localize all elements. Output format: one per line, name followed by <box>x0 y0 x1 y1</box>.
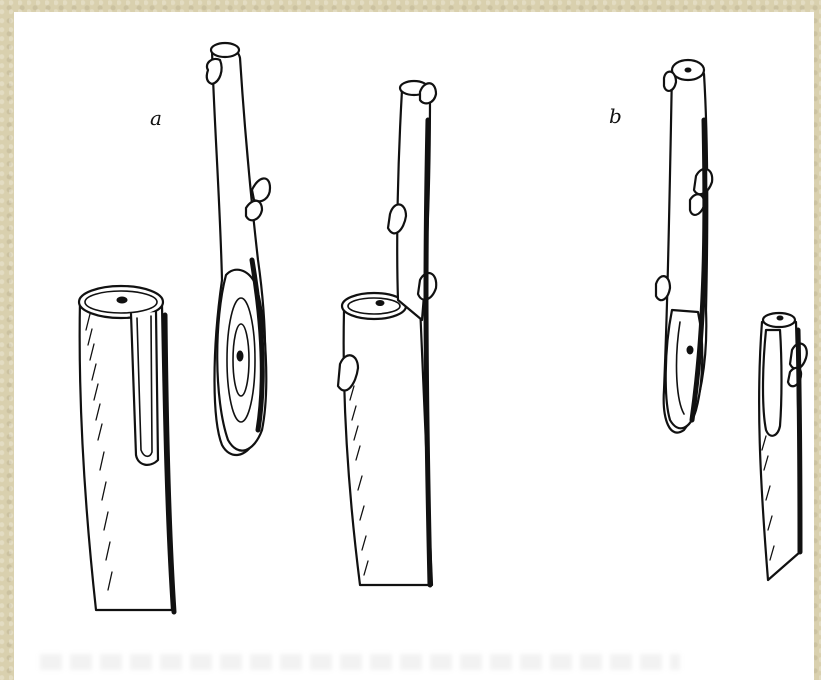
figure-label-b: b <box>609 104 622 128</box>
figure-label-a: a <box>150 106 162 130</box>
scion-b <box>656 60 712 433</box>
rootstock-b <box>759 313 807 580</box>
completed-graft-a <box>338 81 436 585</box>
scion-a <box>207 43 270 455</box>
rootstock-a <box>79 286 174 612</box>
